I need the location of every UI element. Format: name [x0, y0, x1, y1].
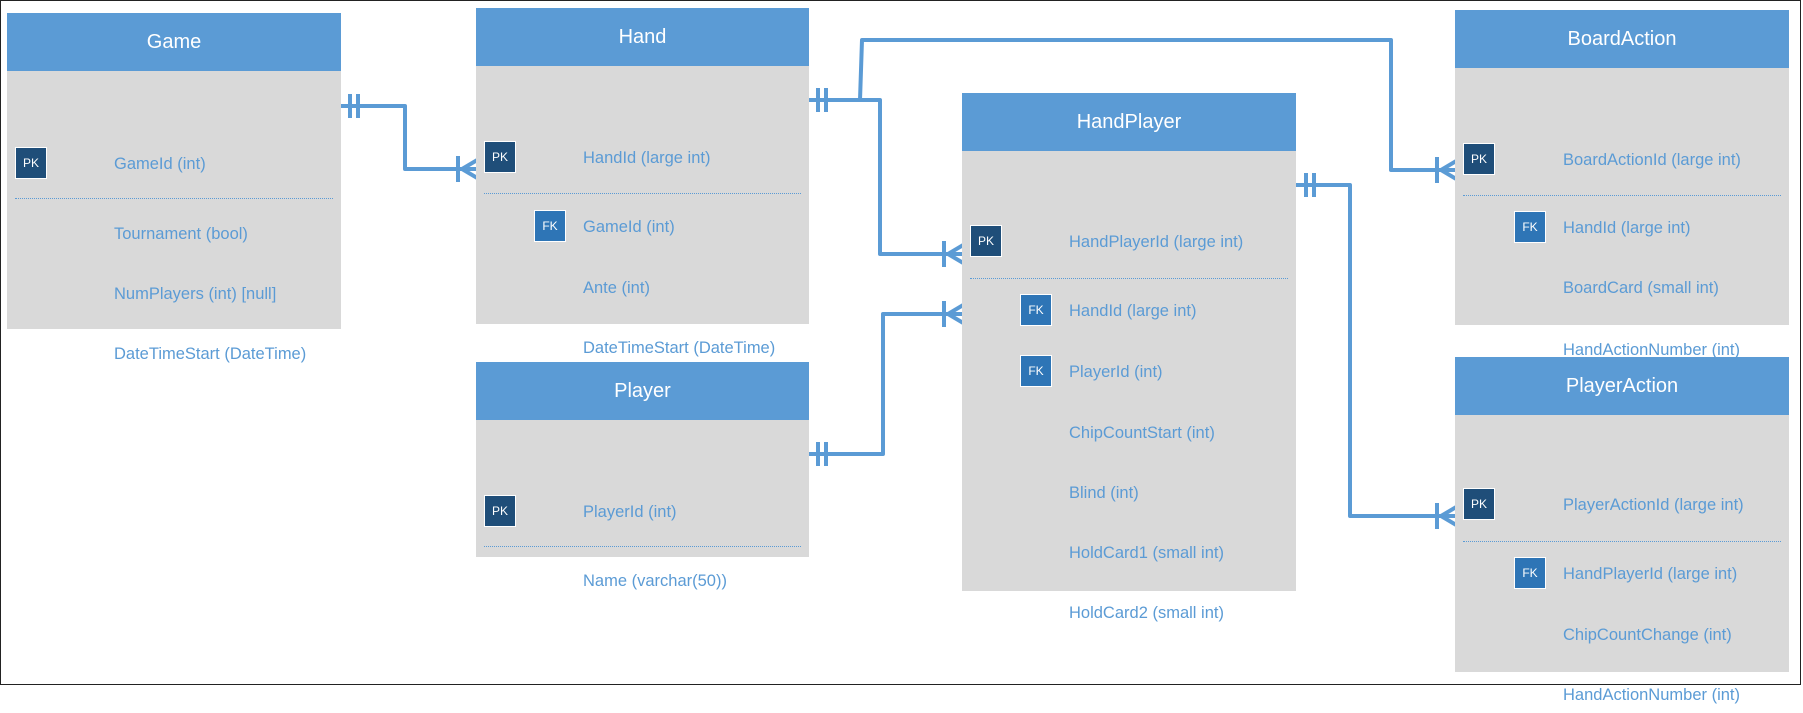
field-name: HandActionNumber (int) — [1563, 686, 1740, 704]
field-name: ChipCountStart (int) — [1069, 424, 1215, 442]
field-row: PK PlayerId (int) — [476, 494, 809, 530]
field-name: HoldCard2 (small int) — [1069, 604, 1224, 622]
field-row: Ante (int) — [476, 270, 809, 306]
entity-title: HandPlayer — [962, 93, 1296, 151]
field-row: DateTimeStart (DateTime) — [476, 330, 809, 366]
field-row: HandActionNumber (int) — [1455, 677, 1789, 713]
field-name: Blind (int) — [1069, 484, 1139, 502]
primary-key-badge: PK — [970, 225, 1002, 257]
connector-hand-handplayer — [800, 88, 972, 269]
field-row: Blind (int) — [962, 475, 1296, 511]
primary-key-badge: PK — [484, 495, 516, 527]
field-name: PlayerActionId (large int) — [1563, 496, 1744, 514]
field-name: BoardCard (small int) — [1563, 279, 1719, 297]
key-divider — [484, 546, 801, 547]
field-name: DateTimeStart (DateTime) — [114, 345, 307, 363]
field-name: PlayerId (int) — [583, 503, 677, 521]
entity-player[interactable]: Player PK PlayerId (int) Name (varchar(5… — [476, 362, 809, 590]
field-row: ChipCountStart (int) — [962, 415, 1296, 451]
foreign-key-badge: FK — [1514, 211, 1546, 243]
field-name: Name (varchar(50)) — [583, 572, 727, 590]
entity-playeraction[interactable]: PlayerAction PK PlayerActionId (large in… — [1455, 357, 1789, 704]
field-name: GameId (int) — [583, 218, 675, 236]
field-name: GameId (int) — [114, 155, 206, 173]
field-row: HoldCard1 (small int) — [962, 535, 1296, 571]
connector-line — [800, 98, 970, 256]
primary-key-badge: PK — [484, 141, 516, 173]
entity-game[interactable]: Game PK GameId (int) Tournament (bool) N… — [7, 13, 341, 363]
field-name: ChipCountChange (int) — [1563, 626, 1732, 644]
field-name: HandPlayerId (large int) — [1563, 565, 1738, 583]
foreign-key-badge: FK — [1020, 294, 1052, 326]
field-row: FK GameId (int) — [476, 209, 809, 245]
entity-title: PlayerAction — [1455, 357, 1789, 415]
entity-title: BoardAction — [1455, 10, 1789, 68]
field-name: Tournament (bool) — [114, 225, 248, 243]
field-name: DateTimeStart (DateTime) — [583, 339, 776, 357]
diagram-frame — [0, 0, 1801, 685]
entity-hand[interactable]: Hand PK HandId (large int) FK GameId (in… — [476, 8, 809, 357]
connector-line — [332, 104, 484, 171]
connector-game-hand — [332, 94, 486, 184]
field-name: BoardActionId (large int) — [1563, 151, 1741, 169]
key-divider — [970, 278, 1288, 279]
field-name: PlayerId (int) — [1069, 363, 1163, 381]
primary-key-badge: PK — [15, 147, 47, 179]
connector-line — [800, 312, 970, 456]
field-row: PK PlayerActionId (large int) — [1455, 487, 1789, 523]
entity-boardaction[interactable]: BoardAction PK BoardActionId (large int)… — [1455, 10, 1789, 359]
key-divider — [15, 198, 333, 199]
field-name: NumPlayers (int) [null] — [114, 285, 277, 303]
field-row: HandActionNumber (int) — [1455, 332, 1789, 368]
field-row: PK BoardActionId (large int) — [1455, 142, 1789, 178]
field-row: BoardCard (small int) — [1455, 270, 1789, 306]
connector-handplayer-playeraction — [1288, 173, 1465, 531]
entity-title: Game — [7, 13, 341, 71]
field-name: HandId (large int) — [1563, 219, 1691, 237]
field-row: FK HandPlayerId (large int) — [1455, 556, 1789, 592]
connector-line — [1288, 183, 1463, 518]
field-row: PK HandId (large int) — [476, 140, 809, 176]
field-row: FK PlayerId (int) — [962, 354, 1296, 390]
connector-line — [858, 38, 1463, 172]
field-row: FK HandId (large int) — [962, 293, 1296, 329]
field-name: HandPlayerId (large int) — [1069, 233, 1244, 251]
field-name: Ante (int) — [583, 279, 650, 297]
primary-key-badge: PK — [1463, 143, 1495, 175]
connector-player-handplayer — [800, 299, 972, 466]
field-name: HandActionNumber (int) — [1563, 341, 1740, 359]
foreign-key-badge: FK — [534, 210, 566, 242]
key-divider — [484, 193, 801, 194]
field-row: PK GameId (int) — [7, 146, 341, 182]
field-row: Name (varchar(50)) — [476, 563, 809, 599]
entity-handplayer[interactable]: HandPlayer PK HandPlayerId (large int) F… — [962, 93, 1296, 622]
field-row: NumPlayers (int) [null] — [7, 276, 341, 312]
field-row: HoldCard2 (small int) — [962, 595, 1296, 631]
key-divider — [1463, 195, 1781, 196]
entity-title: Player — [476, 362, 809, 420]
field-name: HoldCard1 (small int) — [1069, 544, 1224, 562]
field-row: DateTimeStart (DateTime) — [7, 336, 341, 372]
field-name: HandId (large int) — [1069, 302, 1197, 320]
foreign-key-badge: FK — [1020, 355, 1052, 387]
foreign-key-badge: FK — [1514, 557, 1546, 589]
key-divider — [1463, 541, 1781, 542]
entity-title: Hand — [476, 8, 809, 66]
field-row: Tournament (bool) — [7, 216, 341, 252]
primary-key-badge: PK — [1463, 488, 1495, 520]
field-row: PK HandPlayerId (large int) — [962, 224, 1296, 260]
field-row: FK HandId (large int) — [1455, 210, 1789, 246]
field-row: ChipCountChange (int) — [1455, 617, 1789, 653]
field-name: HandId (large int) — [583, 149, 711, 167]
